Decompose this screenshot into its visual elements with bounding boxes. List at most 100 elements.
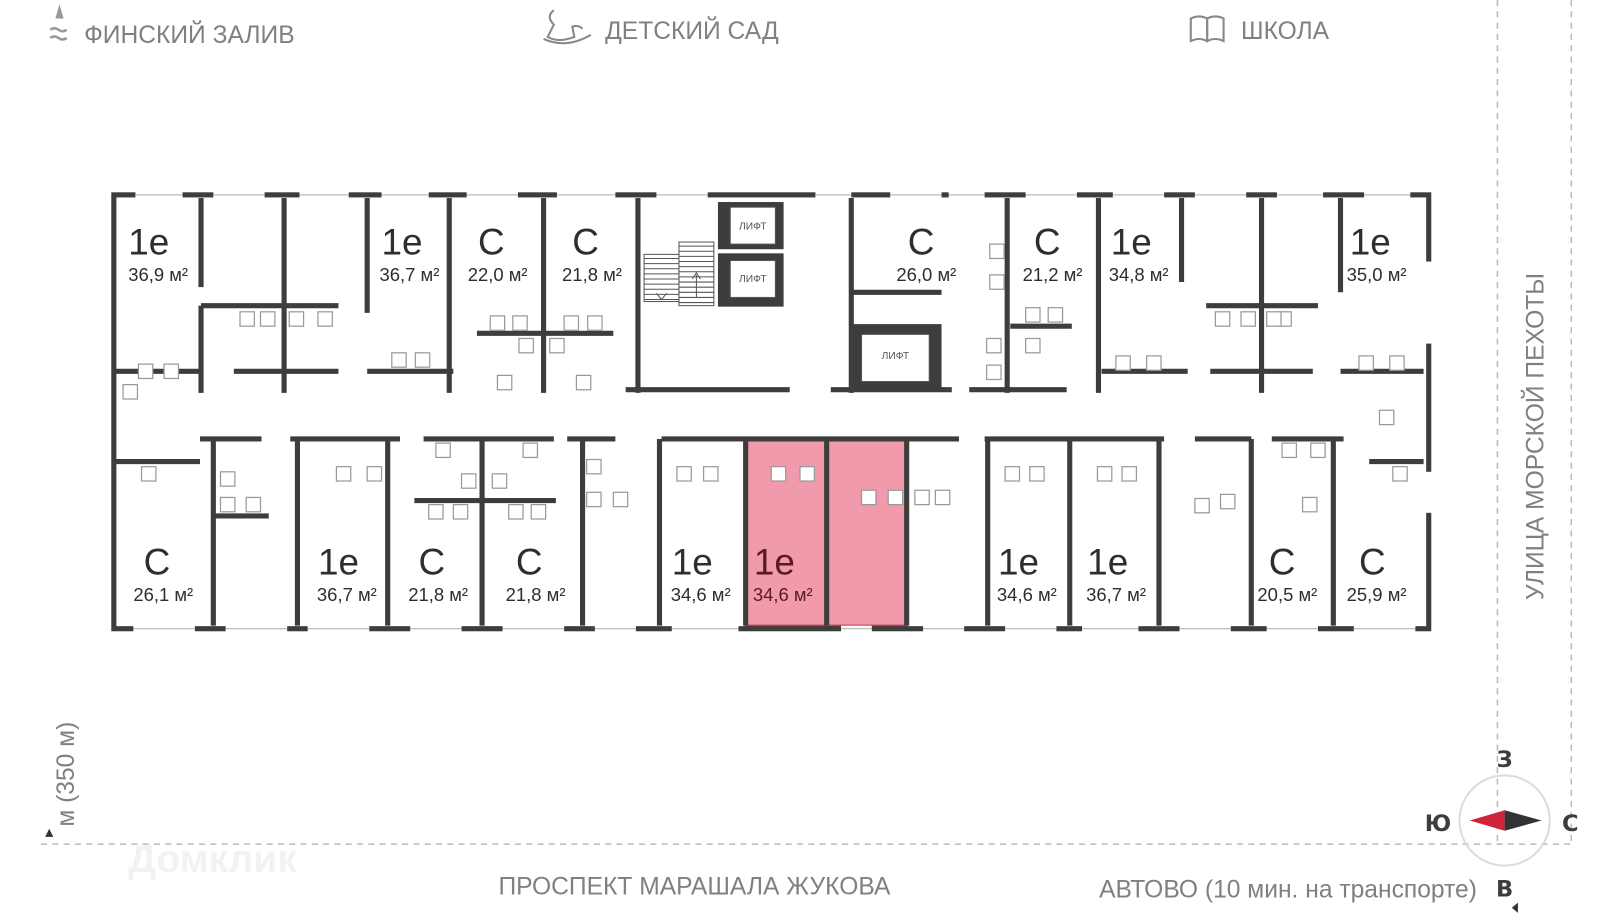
- fixture-icon: [1096, 466, 1113, 482]
- fixture-icon: [428, 504, 444, 520]
- apartment-type: С: [478, 221, 505, 262]
- apartment-top-4[interactable]: С21,8 м²: [562, 221, 622, 285]
- apartment-area: 21,8 м²: [408, 584, 468, 605]
- apartment-top-5[interactable]: С26,0 м²: [896, 221, 956, 285]
- school-label: ШКОЛА: [1241, 18, 1330, 45]
- metro-distance: м (350 м): [45, 722, 80, 837]
- apartment-bottom-3[interactable]: С21,8 м²: [408, 541, 468, 605]
- apartment-area: 20,5 м²: [1257, 584, 1317, 605]
- apartment-bottom-10[interactable]: С25,9 м²: [1347, 541, 1407, 605]
- apartment-area: 21,8 м²: [562, 264, 622, 285]
- fixture-icon: [587, 315, 603, 331]
- fixture-icon: [239, 311, 255, 327]
- apartment-top-3[interactable]: С22,0 м²: [468, 221, 528, 285]
- apartment-type: 1е: [1111, 221, 1152, 262]
- apartment-type: 1е: [998, 541, 1039, 582]
- fixture-icon: [1281, 442, 1298, 459]
- fixture-icon: [676, 466, 692, 482]
- apartment-area: 25,9 м²: [1347, 584, 1407, 605]
- apartment-area: 34,6 м²: [671, 584, 731, 605]
- apartment-type: С: [908, 221, 935, 262]
- kindergarten-label: ДЕТСКИЙ САД: [605, 17, 779, 45]
- fixture-icon: [986, 337, 1002, 354]
- fixture-icon: [137, 363, 154, 380]
- metro-distance-label: м (350 м): [53, 722, 80, 827]
- staircase: [643, 241, 715, 307]
- apartment-type: 1е: [382, 221, 423, 262]
- fixture-icon: [1219, 493, 1236, 510]
- apartment-top-6[interactable]: С21,2 м²: [1023, 221, 1083, 285]
- rocking-horse-icon: [543, 9, 592, 45]
- fixture-icon: [122, 384, 139, 400]
- domclick-watermark: Домклик: [128, 838, 297, 881]
- apartment-type: С: [418, 541, 445, 582]
- windows: [133, 191, 1432, 632]
- apartment-bottom-4[interactable]: С21,8 м²: [506, 541, 566, 605]
- avtovo-label: АВТОВО (10 мин. на транспорте): [1099, 876, 1477, 903]
- apartment-area: 35,0 м²: [1347, 264, 1407, 285]
- plumbing-fixtures: [122, 243, 1408, 520]
- book-icon: [1189, 15, 1225, 43]
- lift-3: ЛИФТ: [849, 324, 942, 392]
- apartment-type: С: [144, 541, 171, 582]
- fixture-icon: [414, 352, 431, 368]
- apartment-area: 36,9 м²: [128, 264, 188, 285]
- fixture-icon: [163, 363, 180, 380]
- fixture-icon: [1389, 355, 1405, 371]
- fixture-icon: [1378, 409, 1395, 426]
- apartment-type: С: [1034, 221, 1061, 262]
- apartment-area: 36,7 м²: [1086, 584, 1146, 605]
- fixture-icon: [140, 466, 157, 482]
- kindergarten-landmark: ДЕТСКИЙ САД: [543, 9, 779, 45]
- fixture-icon: [219, 471, 236, 487]
- compass-south-label: В: [1496, 876, 1513, 902]
- fixture-icon: [770, 466, 787, 482]
- compass-west-label: Ю: [1425, 811, 1451, 837]
- fixture-icon: [496, 374, 513, 391]
- water-icon: [49, 4, 68, 41]
- building-walls: [111, 191, 1432, 632]
- apartment-type: 1е: [1350, 221, 1391, 262]
- fixture-icon: [934, 489, 951, 506]
- lift-label: ЛИФТ: [739, 274, 767, 285]
- apartment-type: 1е: [318, 541, 359, 582]
- apartment-area: 22,0 м²: [468, 264, 528, 285]
- apartment-area: 26,1 м²: [133, 584, 193, 605]
- fixture-icon: [887, 489, 904, 506]
- fixture-icon: [508, 504, 524, 520]
- apartment-type: 1е: [128, 221, 169, 262]
- fixture-icon: [1121, 466, 1138, 482]
- fixture-icon: [489, 315, 506, 331]
- apartment-area: 36,7 м²: [379, 264, 439, 285]
- fixture-icon: [563, 315, 580, 331]
- street-right-label: УЛИЦА МОРСКОЙ ПЕХОТЫ: [1522, 273, 1550, 600]
- lift-label: ЛИФТ: [739, 222, 767, 233]
- apartment-area: 36,7 м²: [317, 584, 377, 605]
- fixture-icon: [1029, 466, 1045, 482]
- fixture-icon: [989, 274, 1005, 290]
- gulf-landmark: ФИНСКИЙ ЗАЛИВ: [49, 4, 295, 49]
- apartment-area: 34,6 м²: [753, 584, 813, 605]
- fixture-icon: [549, 337, 565, 354]
- apartment-type: С: [1359, 541, 1386, 582]
- compass-east-label: С: [1562, 811, 1579, 837]
- fixture-icon: [986, 364, 1002, 381]
- apartment-bottom-1[interactable]: С26,1 м²: [133, 541, 193, 605]
- fixture-icon: [702, 466, 719, 482]
- compass-north-label: З: [1497, 747, 1513, 773]
- fixture-icon: [1310, 442, 1326, 459]
- fixture-icon: [391, 352, 407, 368]
- apartment-bottom-9[interactable]: С20,5 м²: [1257, 541, 1317, 605]
- apartment-type: 1е: [754, 541, 795, 582]
- fixture-icon: [1004, 466, 1021, 482]
- fixture-icon: [512, 315, 528, 331]
